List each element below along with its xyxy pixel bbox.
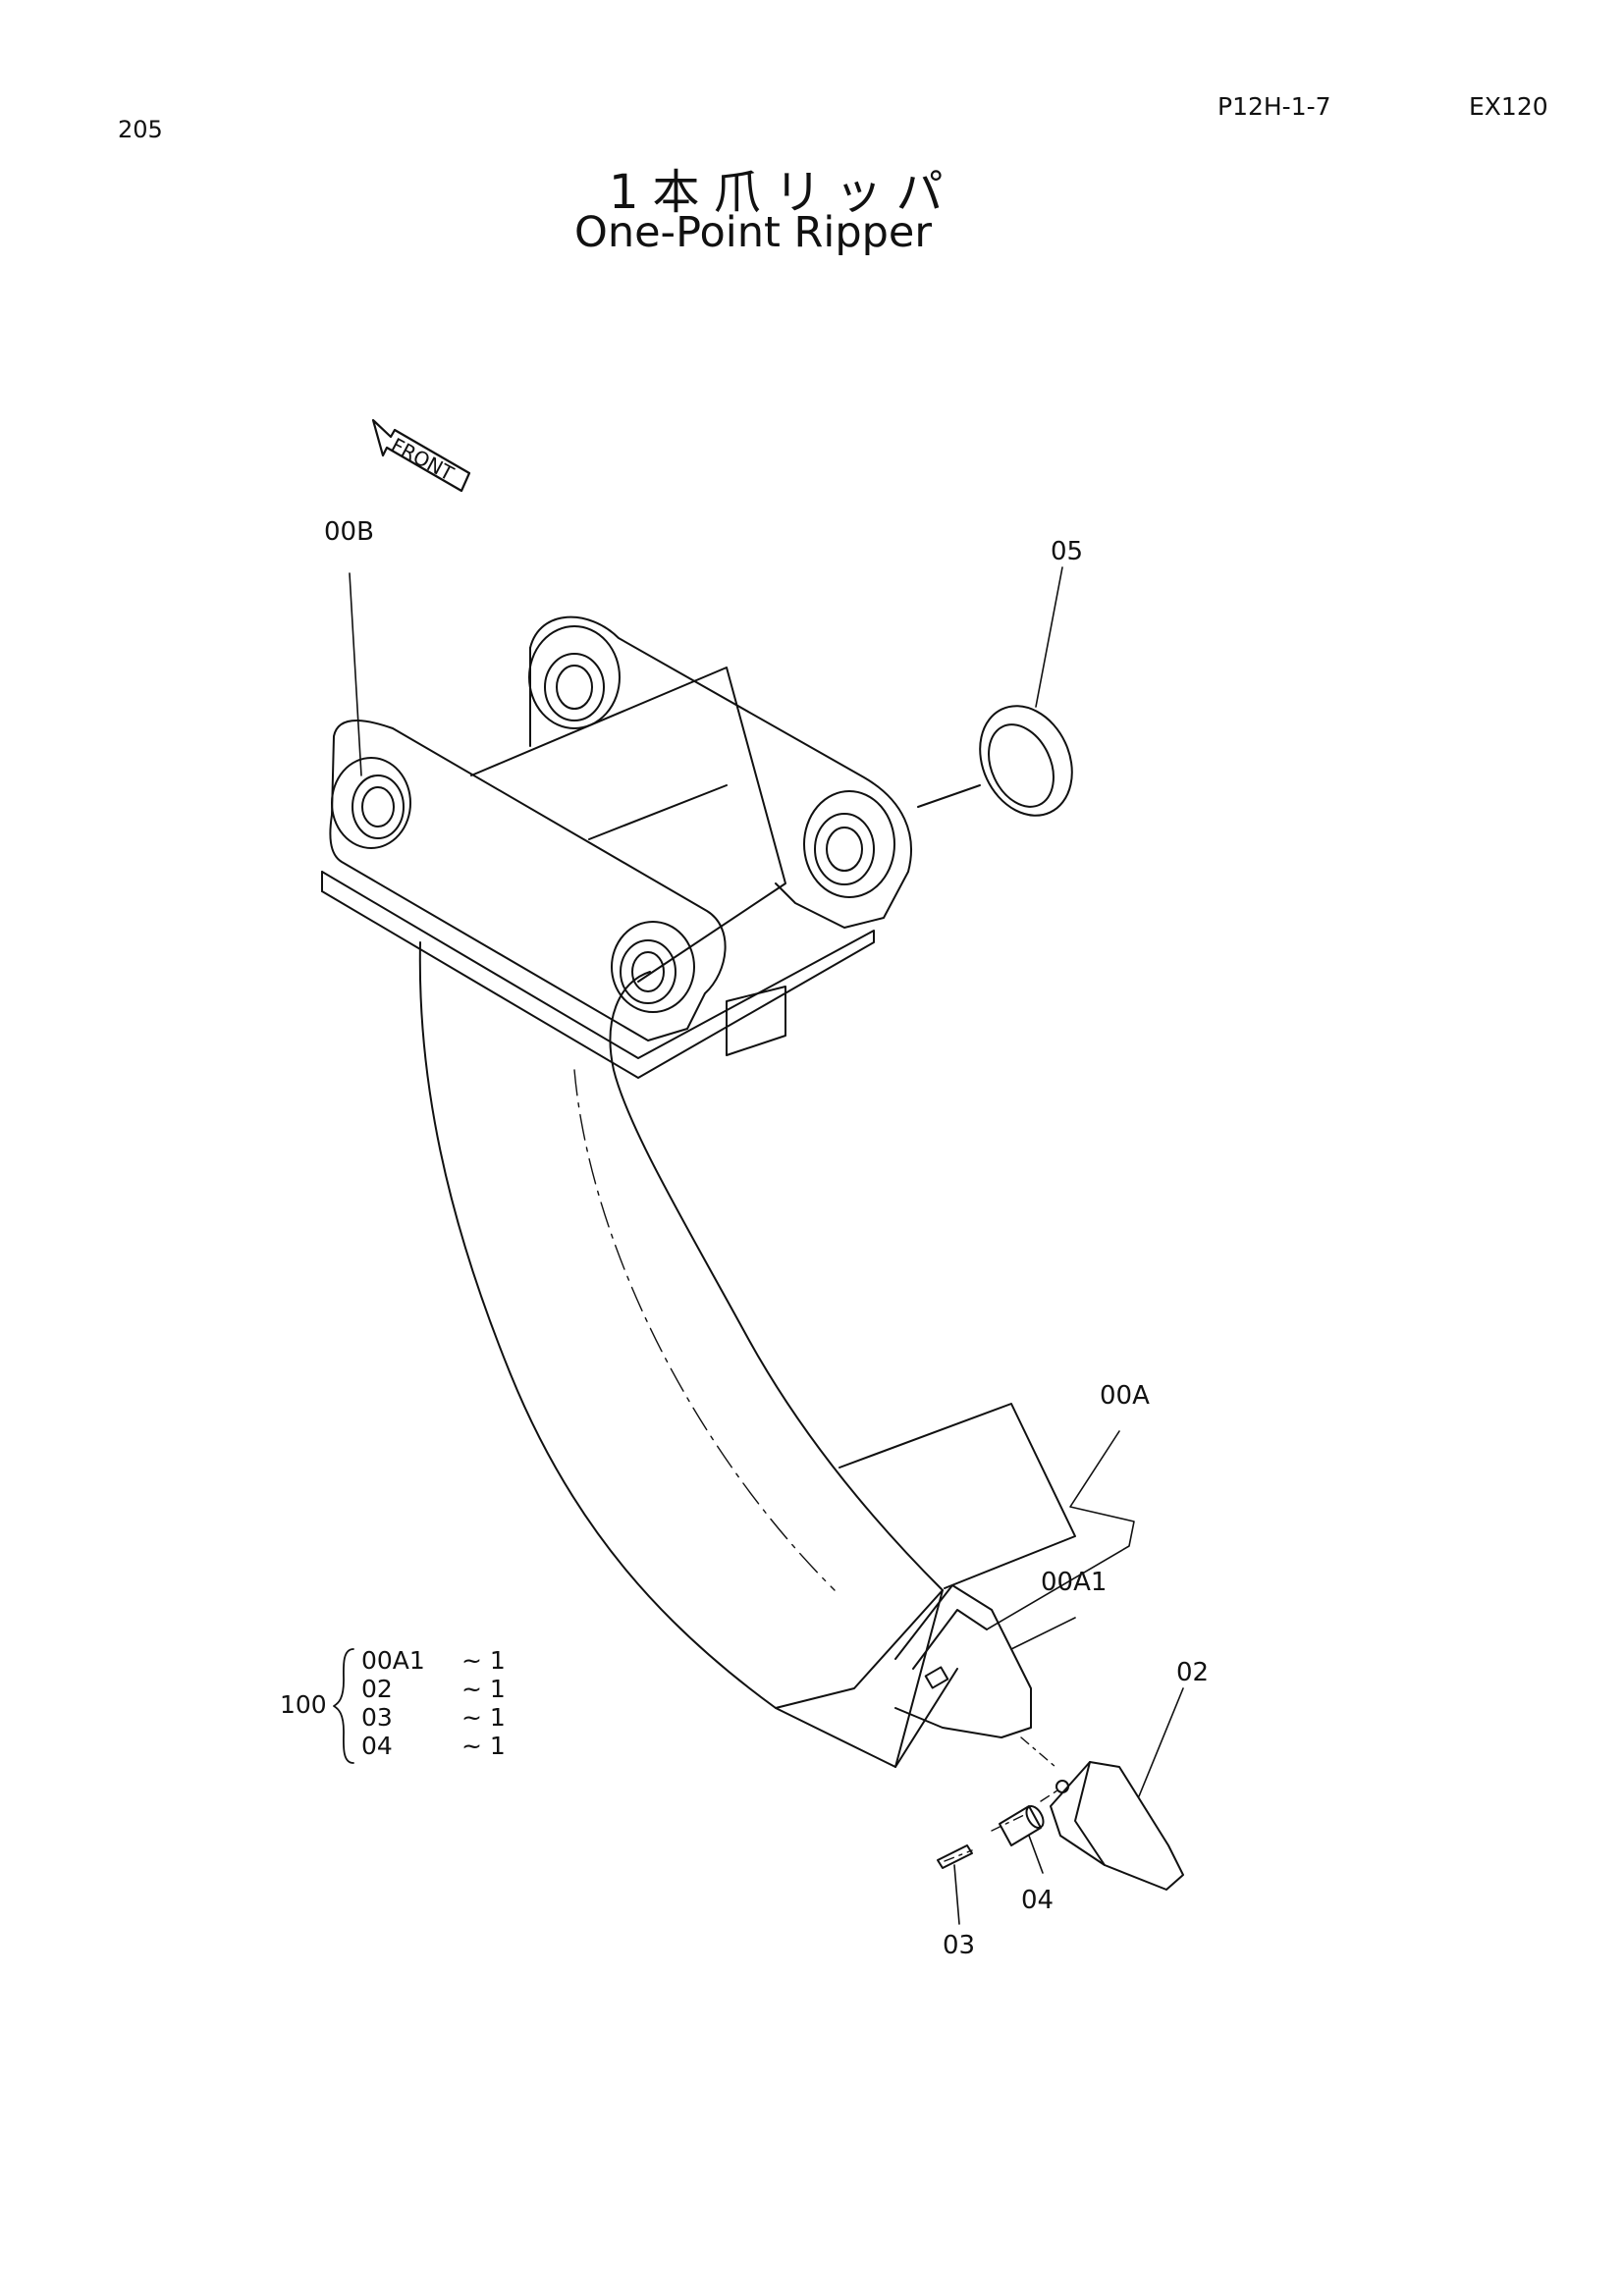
callout-02: 02 xyxy=(1176,1658,1209,1687)
ripper-shank xyxy=(418,941,1076,1768)
callout-00A: 00A xyxy=(1100,1381,1150,1411)
title-japanese: 1本爪リッパ xyxy=(609,165,957,220)
page-number: 205 xyxy=(118,116,163,143)
roll-pin xyxy=(937,1844,973,1869)
callout-04: 04 xyxy=(1021,1886,1054,1915)
kit-item-part: 02 xyxy=(361,1675,393,1703)
kit-item-part: 00A1 xyxy=(361,1646,425,1675)
kit-item-qty: ~ 1 xyxy=(461,1703,506,1732)
bushing-right-bottom xyxy=(803,790,895,898)
kit-item-qty: ~ 1 xyxy=(461,1675,506,1703)
ripper-bracket xyxy=(321,615,912,1079)
shim-ring xyxy=(917,705,1073,817)
front-arrow-icon: FRONT xyxy=(371,418,471,493)
kit-item-part: 04 xyxy=(361,1732,393,1760)
bushing-left-bottom xyxy=(611,921,695,1013)
kit-list: 100 00A1 ~ 1 02 ~ 1 03 ~ 1 04 ~ 1 xyxy=(280,1646,506,1764)
kit-item-qty: ~ 1 xyxy=(461,1646,506,1675)
callout-05: 05 xyxy=(1051,537,1083,566)
callout-00B: 00B xyxy=(324,517,374,547)
bushing-left-top xyxy=(331,757,411,849)
front-label: FRONT xyxy=(387,433,458,486)
assembly-axis xyxy=(944,1736,1061,1862)
document-code: P12H-1-7 xyxy=(1217,92,1331,121)
kit-item-part: 03 xyxy=(361,1703,393,1732)
kit-number: 100 xyxy=(280,1690,327,1719)
ripper-point xyxy=(1050,1761,1184,1891)
bushing-right-top xyxy=(528,625,621,729)
callout-03: 03 xyxy=(943,1931,975,1960)
callout-00A1: 00A1 xyxy=(1041,1568,1107,1597)
lock-pin xyxy=(999,1805,1045,1846)
tip-adapter xyxy=(894,1584,1032,1738)
model-name: EX120 xyxy=(1469,92,1548,121)
title-english: One-Point Ripper xyxy=(574,208,933,257)
kit-item-qty: ~ 1 xyxy=(461,1732,506,1760)
leader-lines xyxy=(349,566,1184,1925)
